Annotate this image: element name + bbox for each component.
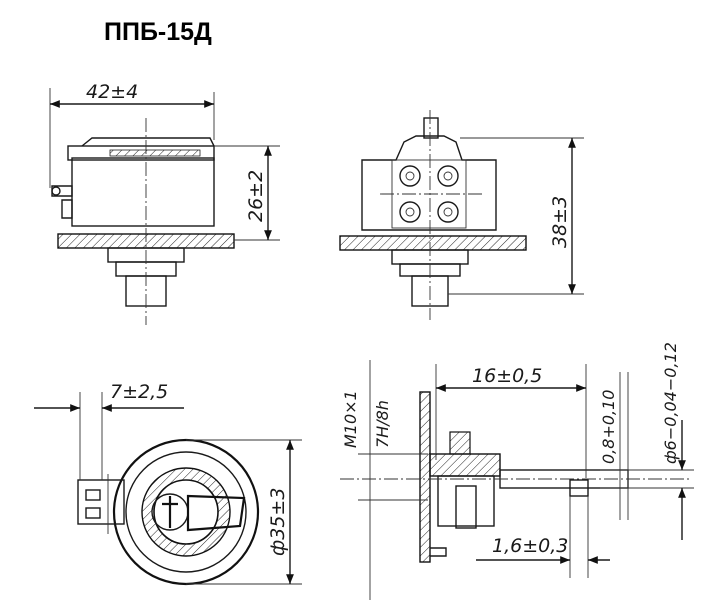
dim-offset-7: 7±2,5 xyxy=(110,381,168,403)
dim-diameter-6: ф6−0,04−0,12 xyxy=(661,342,680,464)
dim-height-26: 26±2 xyxy=(245,170,267,222)
shaft-view: 16±0,5 M10×1 7H/8h 0,8+0,10 ф6−0,04−0,12… xyxy=(340,342,694,600)
dim-length-16: 16±0,5 xyxy=(472,365,542,387)
dim-diameter-35: ф35±3 xyxy=(267,488,289,556)
dim-thread: M10×1 xyxy=(341,390,360,448)
side-view: 42±4 26±2 xyxy=(49,81,280,325)
dim-height-38: 38±3 xyxy=(549,196,571,248)
page-title: ППБ-15Д xyxy=(104,18,212,46)
dim-width-42: 42±4 xyxy=(86,81,138,103)
dim-groove-08: 0,8+0,10 xyxy=(599,390,618,464)
front-view: 38±3 xyxy=(339,110,584,320)
dim-thread-tolerance: 7H/8h xyxy=(373,400,392,448)
dim-step-16: 1,6±0,3 xyxy=(492,535,568,557)
top-view: 7±2,5 ф35±3 xyxy=(34,381,302,586)
